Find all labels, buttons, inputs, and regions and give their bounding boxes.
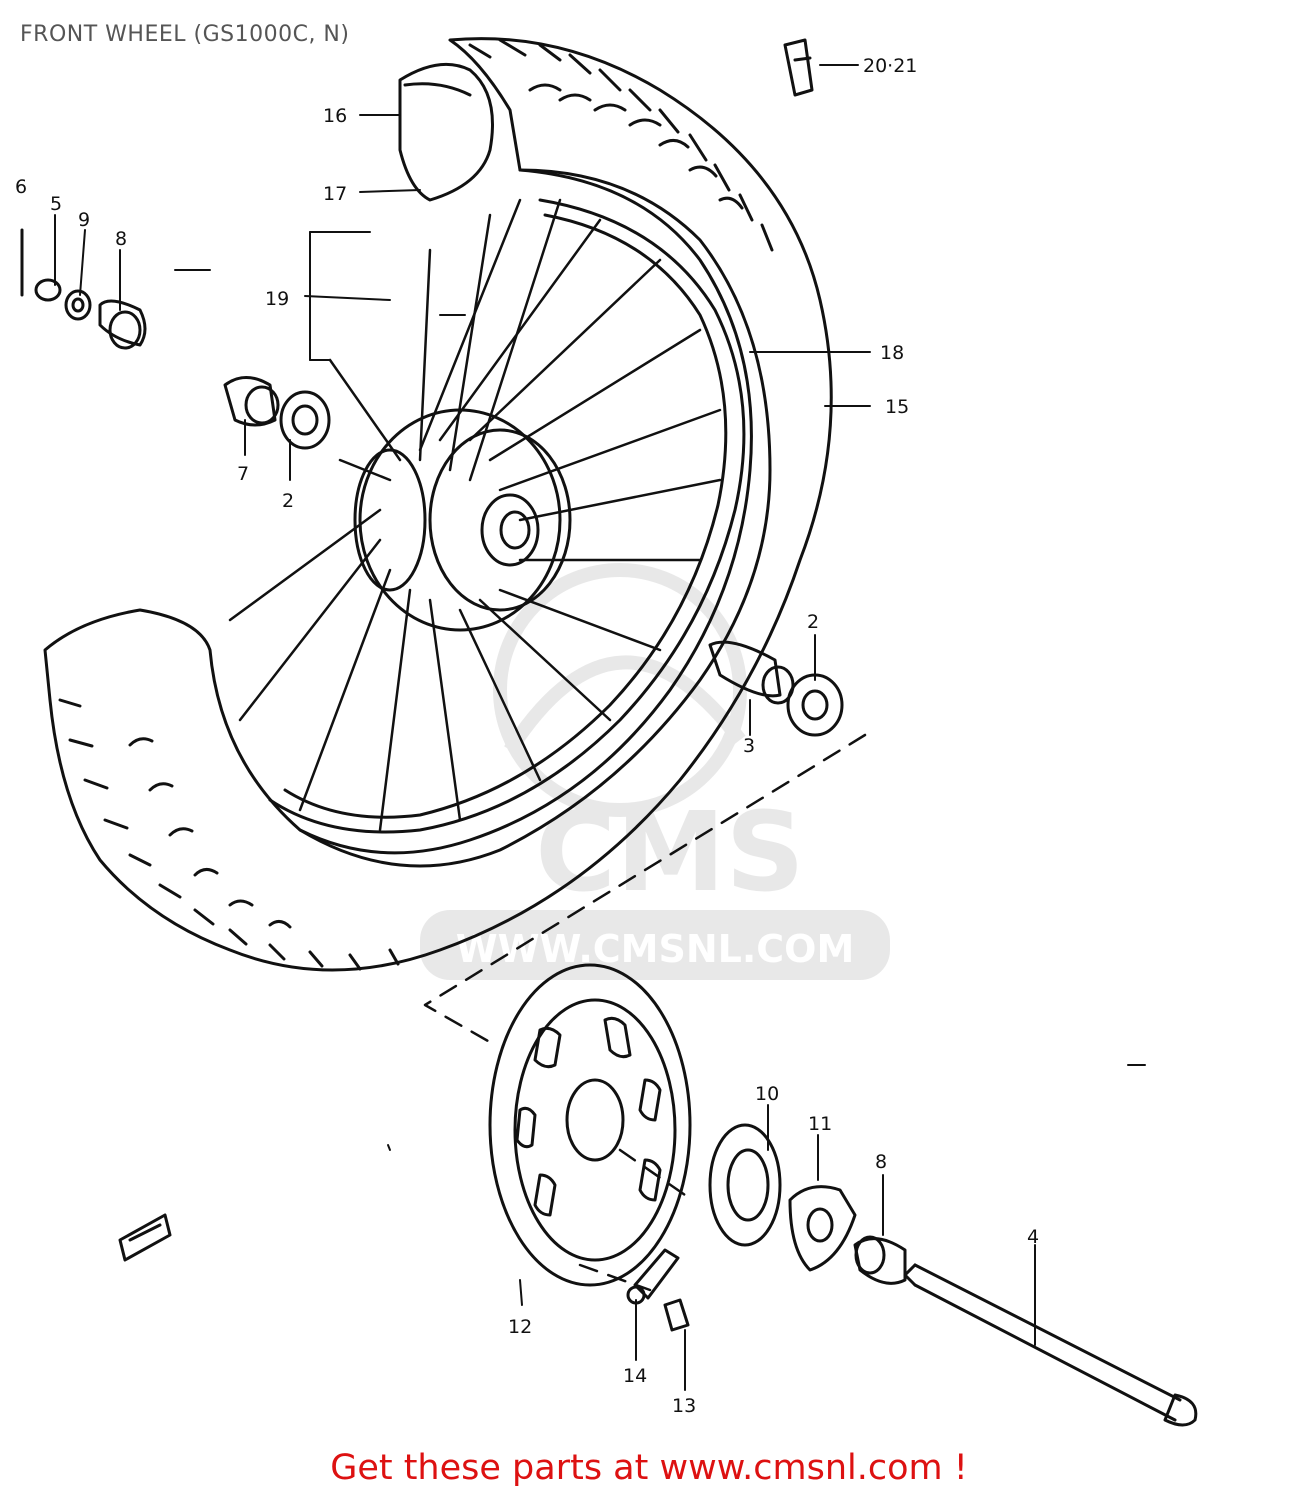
part-label-18: 18 bbox=[880, 342, 904, 364]
wheel-hub bbox=[353, 408, 572, 632]
part-icon bbox=[118, 1213, 172, 1262]
watermark-logo-text: CMS bbox=[535, 788, 804, 916]
part-label-9: 9 bbox=[78, 209, 90, 231]
page-title: FRONT WHEEL (GS1000C, N) bbox=[20, 22, 350, 47]
part-label-20-21: 20·21 bbox=[863, 55, 917, 77]
tire bbox=[43, 37, 833, 972]
part-label-13: 13 bbox=[672, 1395, 696, 1417]
part-label-2-right: 2 bbox=[807, 611, 819, 633]
part-label-6: 6 bbox=[15, 176, 27, 198]
front-axle bbox=[903, 1263, 1198, 1427]
part-label-2-left: 2 bbox=[282, 490, 294, 512]
part-labels: 2 2 3 4 5 6 7 8 8 9 10 11 12 13 14 15 16… bbox=[15, 55, 1039, 1417]
part-label-17: 17 bbox=[323, 183, 347, 205]
part-label-8-left: 8 bbox=[115, 228, 127, 250]
part-label-19: 19 bbox=[265, 288, 289, 310]
spokes bbox=[228, 198, 722, 832]
cmsnl-footer-link[interactable]: Get these parts at www.cmsnl.com ! bbox=[330, 1448, 968, 1488]
part-label-3: 3 bbox=[743, 735, 755, 757]
part-label-5: 5 bbox=[50, 193, 62, 215]
part-label-4: 4 bbox=[1027, 1226, 1039, 1248]
leader-lines bbox=[54, 64, 1036, 1391]
part-label-14: 14 bbox=[623, 1365, 647, 1387]
spacer-and-bearing-left bbox=[223, 376, 331, 450]
valve-cap bbox=[783, 38, 814, 97]
part-label-10: 10 bbox=[755, 1083, 779, 1105]
assembly-dashed-outline bbox=[423, 733, 867, 1292]
part-label-16: 16 bbox=[323, 105, 347, 127]
left-parts bbox=[20, 228, 147, 350]
speedometer-gearbox bbox=[708, 1123, 857, 1272]
brake-disc bbox=[488, 963, 692, 1287]
part-label-11: 11 bbox=[808, 1113, 832, 1135]
part-label-12: 12 bbox=[508, 1316, 532, 1338]
inner-tube bbox=[398, 62, 494, 202]
watermark-url-text: WWW.CMSNL.COM bbox=[456, 927, 855, 971]
part-label-8-right: 8 bbox=[875, 1151, 887, 1173]
part-label-15: 15 bbox=[885, 396, 909, 418]
spacer-right bbox=[853, 1235, 907, 1285]
stray-marks bbox=[174, 269, 1146, 1151]
spacer-and-bearing-right bbox=[708, 640, 844, 737]
cms-watermark-logo: CMS WWW.CMSNL.COM bbox=[420, 563, 890, 980]
part-label-7: 7 bbox=[237, 463, 249, 485]
rim bbox=[268, 198, 746, 834]
